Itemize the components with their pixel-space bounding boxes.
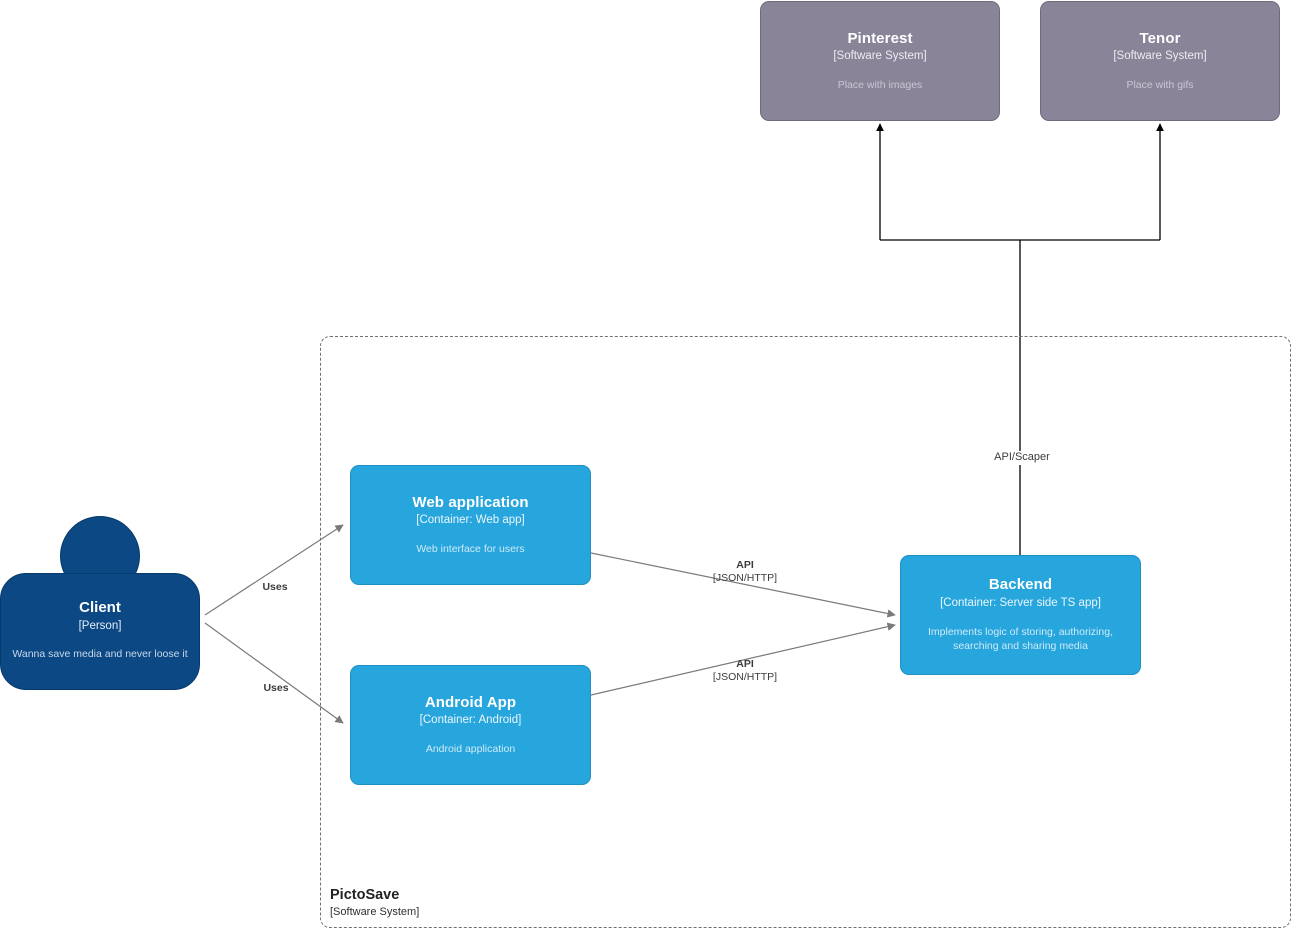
node-web-application-type: [Container: Web app] (416, 514, 525, 527)
node-backend[interactable]: Backend [Container: Server side TS app] … (900, 555, 1141, 675)
node-web-application-description: Web interface for users (416, 543, 525, 556)
node-tenor-type: [Software System] (1113, 50, 1207, 63)
edge-label-client-to-android: Uses (236, 682, 316, 695)
node-backend-title: Backend (988, 576, 1053, 594)
edge-label-backend-to-externals: API/Scaper (967, 451, 1077, 465)
person-body: Client [Person] Wanna save media and nev… (0, 573, 200, 690)
edge-label-client-to-web: Uses (235, 581, 315, 594)
node-tenor[interactable]: Tenor [Software System] Place with gifs (1040, 1, 1280, 121)
node-web-application[interactable]: Web application [Container: Web app] Web… (350, 465, 591, 585)
boundary-type: [Software System] (330, 906, 420, 919)
node-android-app-description: Android application (425, 743, 516, 756)
node-pinterest-title: Pinterest (847, 29, 913, 47)
node-client-description: Wanna save media and never loose it (12, 648, 188, 661)
boundary-title: PictoSave (330, 887, 400, 903)
node-android-app-title: Android App (424, 693, 517, 711)
edge-label-web-to-backend-text: API (736, 559, 754, 571)
boundary-pictosave-label: PictoSave [Software System] (330, 886, 550, 919)
node-web-application-title: Web application (412, 493, 529, 511)
node-pinterest[interactable]: Pinterest [Software System] Place with i… (760, 1, 1000, 121)
edge-label-web-to-backend-technology: [JSON/HTTP] (712, 572, 778, 585)
edge-label-backend-to-externals-text: API/Scaper (994, 451, 1050, 463)
node-pinterest-description: Place with images (837, 79, 923, 92)
node-backend-type: [Container: Server side TS app] (940, 597, 1101, 610)
edge-label-android-to-backend: API [JSON/HTTP] (705, 658, 785, 684)
node-backend-description: Implements logic of storing, authorizing… (927, 626, 1113, 653)
edge-label-android-to-backend-technology: [JSON/HTTP] (712, 671, 778, 684)
node-client-title: Client (79, 599, 121, 617)
node-client-type: [Person] (78, 620, 122, 633)
edge-label-android-to-backend-text: API (736, 658, 754, 670)
node-tenor-title: Tenor (1139, 29, 1181, 47)
node-client[interactable]: Client [Person] Wanna save media and nev… (0, 516, 200, 690)
node-android-app[interactable]: Android App [Container: Android] Android… (350, 665, 591, 785)
boundary-pictosave (320, 336, 1291, 928)
edge-label-client-to-web-text: Uses (262, 581, 288, 593)
edge-label-web-to-backend: API [JSON/HTTP] (705, 559, 785, 585)
node-android-app-type: [Container: Android] (419, 714, 522, 727)
edge-label-client-to-android-text: Uses (263, 682, 289, 694)
node-pinterest-type: [Software System] (833, 50, 927, 63)
node-tenor-description: Place with gifs (1126, 79, 1194, 92)
